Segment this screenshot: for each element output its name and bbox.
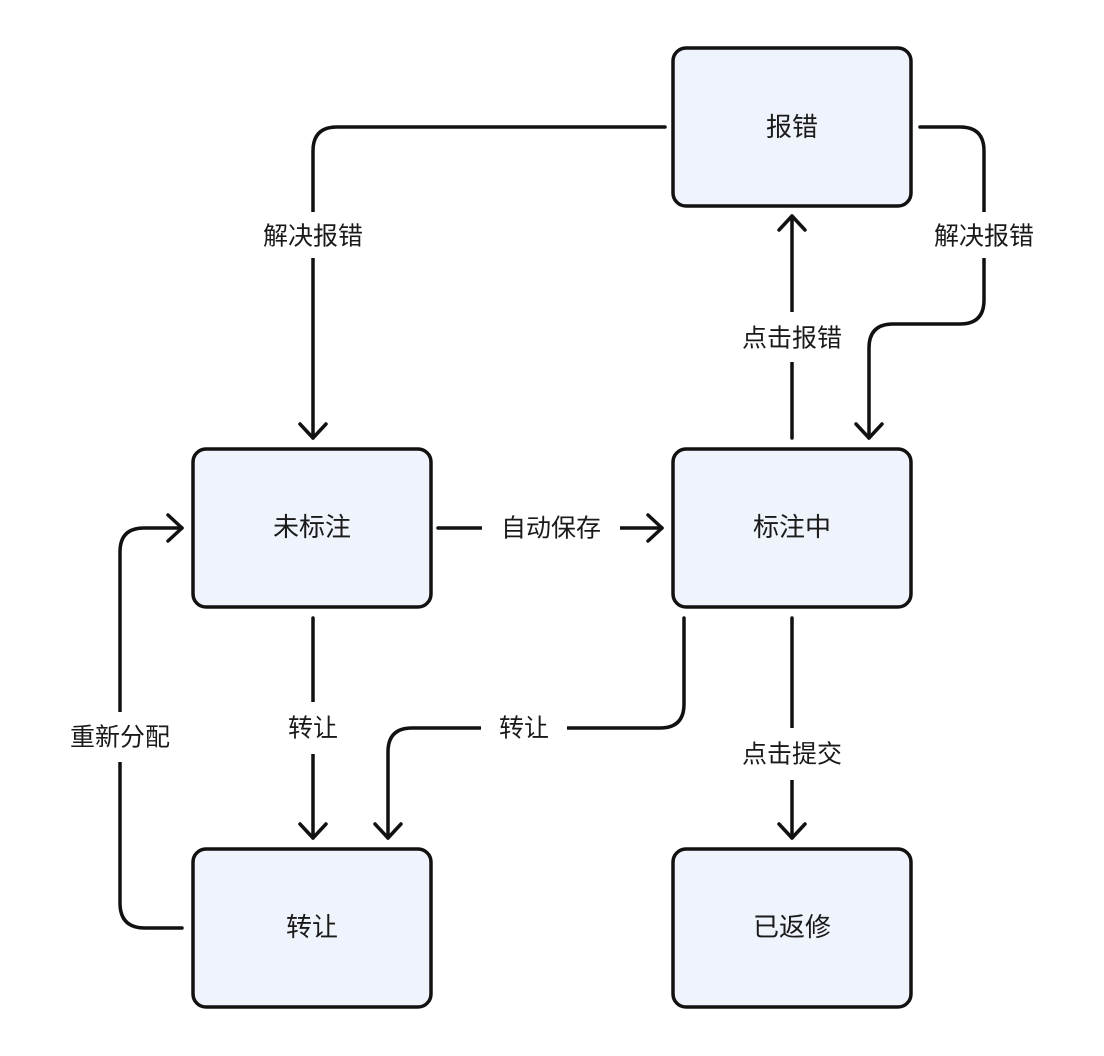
edge-label-reassign: 重新分配 [70, 723, 170, 752]
arrowhead-click-report-error [777, 214, 807, 232]
node-returned: 已返修 [671, 847, 913, 1009]
arrowhead-resolve-error-right [854, 422, 884, 440]
node-labeling: 标注中 [671, 447, 913, 609]
edge-label-click-report-error: 点击报错 [742, 324, 842, 353]
arrowhead-auto-save [646, 513, 664, 543]
node-unlabeled: 未标注 [191, 447, 433, 609]
edge-label-auto-save: 自动保存 [501, 514, 601, 543]
arrowhead-transfer-from-labeling [373, 822, 403, 840]
edge-label-resolve-error-right: 解决报错 [934, 222, 1034, 251]
node-label-report-error: 报错 [766, 113, 818, 143]
arrowhead-click-submit [777, 822, 807, 840]
node-label-unlabeled: 未标注 [273, 513, 351, 543]
node-label-returned: 已返修 [753, 913, 831, 943]
edge-label-click-submit: 点击提交 [742, 740, 842, 769]
edge-resolve-error-right [867, 125, 986, 440]
node-label-labeling: 标注中 [753, 513, 831, 543]
node-transferred: 转让 [191, 847, 433, 1009]
edge-label-resolve-error-left: 解决报错 [263, 222, 363, 251]
arrowhead-reassign [166, 513, 184, 543]
edge-label-transfer-from-unlabeled: 转让 [288, 714, 338, 743]
edge-label-transfer-from-labeling: 转让 [499, 714, 549, 743]
node-label-transferred: 转让 [286, 913, 338, 943]
arrowhead-transfer-from-unlabeled [298, 822, 328, 840]
node-report-error: 报错 [671, 46, 913, 208]
edge-resolve-error-left [311, 125, 667, 440]
arrowhead-resolve-error-left [298, 422, 328, 440]
